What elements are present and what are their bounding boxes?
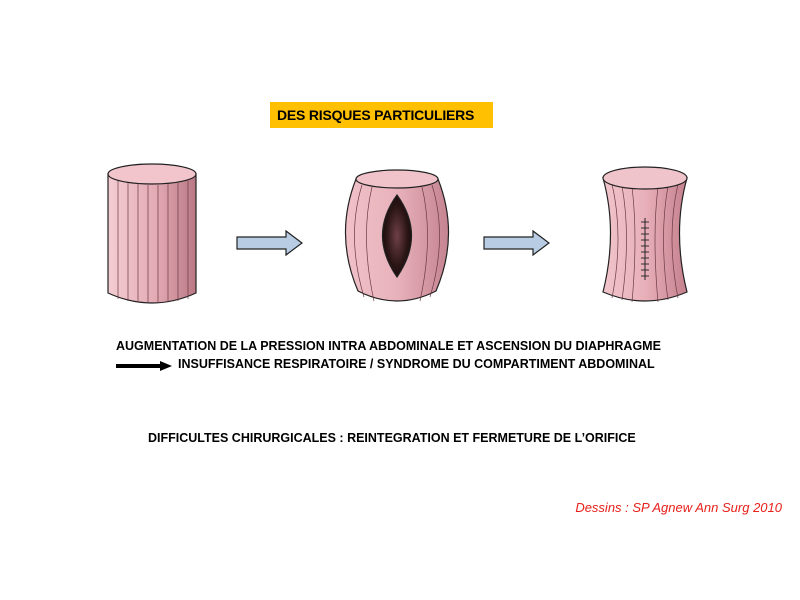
page-title: DES RISQUES PARTICULIERS [270,102,493,128]
surgical-difficulties-text: DIFFICULTES CHIRURGICALES : REINTEGRATIO… [148,431,636,445]
cylinder-figure [107,163,197,304]
bulging-cylinder-figure [344,169,450,302]
right-arrow-icon [236,229,303,257]
pressure-increase-text: AUGMENTATION DE LA PRESSION INTRA ABDOMI… [116,339,661,353]
respiratory-insufficiency-text: INSUFFISANCE RESPIRATOIRE / SYNDROME DU … [178,357,655,371]
sutured-cylinder-figure [602,166,688,303]
drawing-credit: Dessins : SP Agnew Ann Surg 2010 [575,500,782,515]
black-arrow-icon [116,361,172,371]
right-arrow-icon [483,229,550,257]
